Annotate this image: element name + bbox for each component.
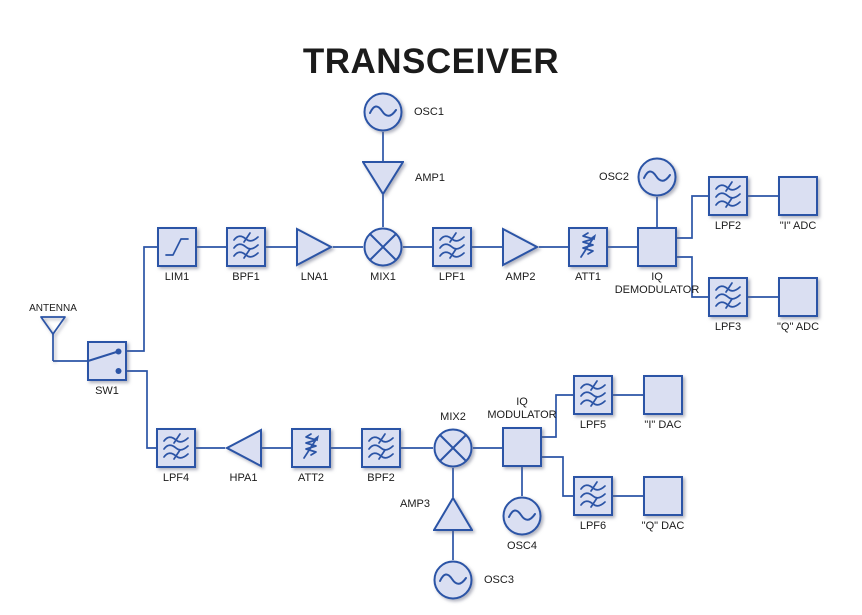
filter-icon	[432, 227, 472, 267]
bpf1-block: BPF1	[226, 227, 266, 283]
amplifier-icon	[296, 227, 333, 267]
oscillator-icon	[433, 560, 473, 600]
i-dac-label: "I" DAC	[644, 419, 682, 431]
i-dac-block: "I" DAC	[643, 375, 683, 431]
i-adc-block: "I" ADC	[778, 176, 818, 232]
lpf3-label: LPF3	[714, 321, 742, 333]
lpf2-block: LPF2	[708, 176, 748, 232]
bpf2-block: BPF2	[361, 428, 401, 484]
page-title: TRANSCEIVER	[302, 42, 560, 81]
lim1-label: LIM1	[164, 271, 190, 283]
block-box	[643, 476, 683, 516]
oscillator-icon	[502, 496, 542, 536]
antenna-block: ANTENNA	[29, 303, 77, 361]
iq-demodulator-label: IQ DEMODULATOR	[614, 271, 700, 297]
wire	[542, 394, 573, 438]
block-box	[637, 227, 677, 267]
lpf4-block: LPF4	[156, 428, 196, 484]
mixer-icon	[433, 428, 473, 468]
osc1-label: OSC1	[414, 106, 444, 118]
wire	[127, 246, 157, 352]
osc2-label: OSC2	[599, 171, 629, 183]
iq-modulator-block: IQ MODULATOR	[487, 396, 557, 467]
iq-modulator-label: IQ MODULATOR	[487, 395, 557, 421]
amp3-label: AMP3	[400, 498, 430, 510]
osc1-block: OSC1	[363, 92, 444, 132]
sw1-label: SW1	[95, 385, 119, 397]
lpf6-label: LPF6	[579, 520, 607, 532]
sw1-block: SW1	[87, 341, 127, 397]
osc2-block: OSC2	[599, 157, 677, 197]
iq-demodulator-block: IQ DEMODULATOR	[615, 227, 699, 296]
osc3-block: OSC3	[433, 560, 514, 600]
mixer-icon	[363, 227, 403, 267]
oscillator-icon	[363, 92, 403, 132]
amplifier-icon	[225, 428, 262, 468]
lpf3-block: LPF3	[708, 277, 748, 333]
amplifier-icon	[502, 227, 539, 267]
attenuator-icon	[568, 227, 608, 267]
amp2-label: AMP2	[505, 271, 536, 283]
lna1-block: LNA1	[296, 227, 333, 283]
lpf4-label: LPF4	[162, 472, 190, 484]
q-dac-label: "Q" DAC	[641, 520, 685, 532]
mix1-label: MIX1	[370, 271, 396, 283]
amplifier-icon	[433, 497, 473, 531]
att1-label: ATT1	[574, 271, 602, 283]
filter-icon	[156, 428, 196, 468]
mix2-label: MIX2	[440, 411, 466, 423]
filter-icon	[573, 476, 613, 516]
wire	[542, 456, 573, 497]
wire	[127, 370, 156, 449]
filter-icon	[573, 375, 613, 415]
switch-icon	[87, 341, 127, 381]
att2-label: ATT2	[297, 472, 325, 484]
attenuator-icon	[291, 428, 331, 468]
lpf2-label: LPF2	[714, 220, 742, 232]
antenna-label: ANTENNA	[29, 303, 77, 314]
filter-icon	[708, 277, 748, 317]
osc4-block: OSC4	[502, 496, 542, 552]
lpf1-block: LPF1	[432, 227, 472, 283]
amplifier-icon	[362, 161, 404, 195]
hpa1-block: HPA1	[225, 428, 262, 484]
bpf2-label: BPF2	[367, 472, 395, 484]
lna1-label: LNA1	[300, 271, 329, 283]
amp2-block: AMP2	[502, 227, 539, 283]
amp3-block: AMP3	[400, 497, 473, 531]
amp1-block: AMP1	[362, 161, 445, 195]
oscillator-icon	[637, 157, 677, 197]
filter-icon	[708, 176, 748, 216]
q-adc-label: "Q" ADC	[776, 321, 820, 333]
amp1-label: AMP1	[415, 172, 445, 184]
lim1-block: LIM1	[157, 227, 197, 283]
block-box	[502, 427, 542, 467]
filter-icon	[226, 227, 266, 267]
lpf6-block: LPF6	[573, 476, 613, 532]
att2-block: ATT2	[291, 428, 331, 484]
wire	[677, 195, 708, 239]
wire	[677, 256, 708, 298]
i-adc-label: "I" ADC	[779, 220, 817, 232]
bpf1-label: BPF1	[232, 271, 260, 283]
mix2-block: MIX2	[433, 411, 473, 468]
block-box	[778, 176, 818, 216]
lpf5-block: LPF5	[573, 375, 613, 431]
filter-icon	[361, 428, 401, 468]
q-dac-block: "Q" DAC	[642, 476, 684, 532]
limiter-icon	[157, 227, 197, 267]
block-box	[643, 375, 683, 415]
q-adc-block: "Q" ADC	[777, 277, 819, 333]
lpf1-label: LPF1	[438, 271, 466, 283]
block-box	[778, 277, 818, 317]
mix1-block: MIX1	[363, 227, 403, 283]
hpa1-label: HPA1	[229, 472, 258, 484]
att1-block: ATT1	[568, 227, 608, 283]
lpf5-label: LPF5	[579, 419, 607, 431]
antenna-icon	[40, 316, 66, 361]
osc3-label: OSC3	[484, 574, 514, 586]
osc4-label: OSC4	[507, 540, 537, 552]
